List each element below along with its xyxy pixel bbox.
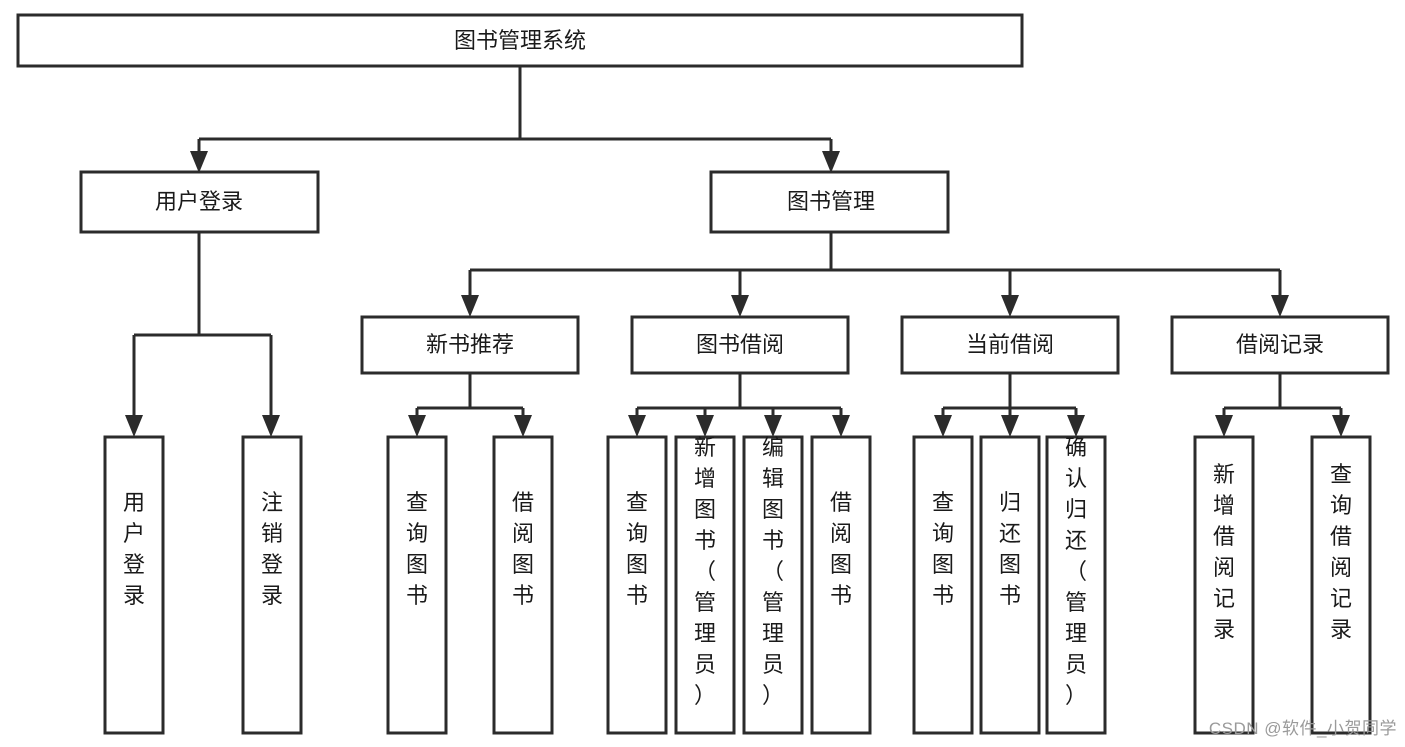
node-leaf-add-record[interactable]: 新增借阅记录 xyxy=(1193,435,1255,735)
arrow-to-leaf-query-book-c xyxy=(934,415,952,437)
connector-bookmgmt-to-level3 xyxy=(461,232,1289,317)
node-leaf-edit-book[interactable]: 编辑图书（管理员） xyxy=(742,435,804,735)
node-leaf-confirm-return[interactable]: 确认归还（管理员） xyxy=(1045,435,1107,735)
node-leaf-borrow-book-b-label: 借阅图书 xyxy=(830,490,852,608)
arrow-to-leaf-logout xyxy=(262,415,280,437)
arrow-to-leaf-borrow-book-b xyxy=(832,415,850,437)
arrow-to-leaf-return-book xyxy=(1001,415,1019,437)
arrow-to-book-borrow xyxy=(731,295,749,317)
connector-bookborrow-to-leaves xyxy=(628,373,850,437)
node-leaf-query-record[interactable]: 查询借阅记录 xyxy=(1310,435,1372,735)
node-current-borrow[interactable]: 当前借阅 xyxy=(900,315,1120,375)
connector-currentborrow-to-leaves xyxy=(934,373,1085,437)
arrow-to-current-borrow xyxy=(1001,295,1019,317)
node-user-login-label: 用户登录 xyxy=(155,189,243,214)
node-leaf-borrow-book-a[interactable]: 借阅图书 xyxy=(492,435,554,735)
connector-borrowrecord-to-leaves xyxy=(1215,373,1350,437)
node-leaf-query-book-b[interactable]: 查询图书 xyxy=(606,435,668,735)
node-root-label: 图书管理系统 xyxy=(454,28,586,53)
arrow-to-leaf-add-record xyxy=(1215,415,1233,437)
arrow-to-leaf-query-book-a xyxy=(408,415,426,437)
node-leaf-query-book-a-label: 查询图书 xyxy=(406,490,428,608)
node-leaf-query-book-b-label: 查询图书 xyxy=(626,490,648,608)
node-new-book-recommend[interactable]: 新书推荐 xyxy=(360,315,580,375)
node-book-borrow[interactable]: 图书借阅 xyxy=(630,315,850,375)
connector-newbook-to-leaves xyxy=(408,373,532,437)
node-leaf-edit-book-label: 编辑图书（管理员） xyxy=(762,435,784,708)
node-leaf-logout[interactable]: 注销登录 xyxy=(241,435,303,735)
arrow-to-new-book-recommend xyxy=(461,295,479,317)
node-new-book-recommend-label: 新书推荐 xyxy=(426,332,514,357)
node-leaf-query-book-c[interactable]: 查询图书 xyxy=(912,435,974,735)
node-leaf-add-record-label: 新增借阅记录 xyxy=(1213,462,1235,642)
node-leaf-logout-label: 注销登录 xyxy=(261,490,283,608)
connector-userlogin-to-leaves xyxy=(125,232,280,437)
arrow-to-leaf-user-login xyxy=(125,415,143,437)
node-leaf-add-book[interactable]: 新增图书（管理员） xyxy=(674,435,736,735)
arrow-to-book-management xyxy=(822,151,840,173)
node-book-management-label: 图书管理 xyxy=(787,189,875,214)
node-leaf-query-book-c-label: 查询图书 xyxy=(932,490,954,608)
node-leaf-return-book[interactable]: 归还图书 xyxy=(979,435,1041,735)
arrow-to-leaf-query-record xyxy=(1332,415,1350,437)
node-leaf-user-login-label: 用户登录 xyxy=(123,490,145,608)
node-book-borrow-label: 图书借阅 xyxy=(696,332,784,357)
node-user-login[interactable]: 用户登录 xyxy=(79,170,320,234)
arrow-to-leaf-edit-book xyxy=(764,415,782,437)
arrow-to-user-login xyxy=(190,151,208,173)
node-leaf-user-login[interactable]: 用户登录 xyxy=(103,435,165,735)
node-leaf-query-record-label: 查询借阅记录 xyxy=(1330,462,1352,642)
arrow-to-leaf-query-book-b xyxy=(628,415,646,437)
node-root-book-management-system[interactable]: 图书管理系统 xyxy=(16,13,1024,68)
node-leaf-confirm-return-label: 确认归还（管理员） xyxy=(1065,435,1087,708)
node-borrow-record-label: 借阅记录 xyxy=(1236,332,1324,357)
arrow-to-leaf-add-book xyxy=(696,415,714,437)
node-leaf-add-book-label: 新增图书（管理员） xyxy=(694,435,716,708)
node-book-management[interactable]: 图书管理 xyxy=(709,170,950,234)
connector-root-to-level2 xyxy=(190,66,840,173)
arrow-to-borrow-record xyxy=(1271,295,1289,317)
node-leaf-borrow-book-b[interactable]: 借阅图书 xyxy=(810,435,872,735)
node-borrow-record[interactable]: 借阅记录 xyxy=(1170,315,1390,375)
node-leaf-return-book-label: 归还图书 xyxy=(999,490,1021,608)
node-leaf-query-book-a[interactable]: 查询图书 xyxy=(386,435,448,735)
node-current-borrow-label: 当前借阅 xyxy=(966,332,1054,357)
node-leaf-borrow-book-a-label: 借阅图书 xyxy=(512,490,534,608)
arrow-to-leaf-confirm-return xyxy=(1067,415,1085,437)
arrow-to-leaf-borrow-book-a xyxy=(514,415,532,437)
